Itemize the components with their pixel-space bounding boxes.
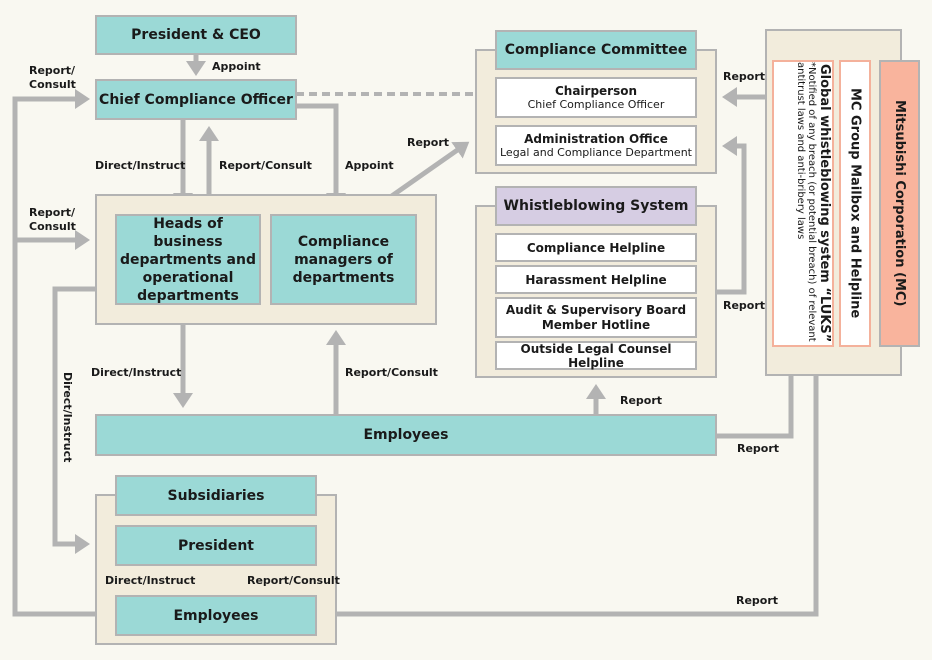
- sub-president-box: President: [115, 525, 317, 566]
- luks-title: Global whistleblowing system “LUKS”: [817, 64, 832, 343]
- chair-sub: Chief Compliance Officer: [527, 98, 665, 111]
- admin-title: Administration Office: [524, 132, 668, 146]
- chairperson-box: Chairperson Chief Compliance Officer: [495, 77, 697, 118]
- admin-office-box: Administration Office Legal and Complian…: [495, 125, 697, 166]
- arrow-wb-report-admin: [716, 136, 747, 295]
- label-report-employees-luks: Report: [737, 442, 780, 455]
- sub-employees-label: Employees: [173, 607, 259, 624]
- wb-item-label: Compliance Helpline: [526, 240, 666, 255]
- arrow-sub-employees-report-luks: [316, 354, 826, 617]
- whistleblowing-label: Whistleblowing System: [503, 198, 689, 214]
- managers-label: Compliance managers of departments: [292, 233, 395, 286]
- wb-item: Compliance Helpline: [495, 233, 697, 262]
- label-report-consult-mid: Report/ Consult: [29, 206, 76, 233]
- wb-item-label: Harassment Helpline: [525, 272, 667, 287]
- compliance-committee-title: Compliance Committee: [495, 30, 697, 70]
- label-report-wb-committee: Report: [723, 299, 766, 312]
- managers-box: Compliance managers of departments: [270, 214, 417, 305]
- label-sub-report-consult: Report/Consult: [247, 574, 340, 587]
- label-report-consult-top: Report/ Consult: [29, 64, 76, 91]
- whistleblowing-title: Whistleblowing System: [495, 186, 697, 226]
- sub-president-label: President: [178, 537, 254, 554]
- chair-title: Chairperson: [554, 84, 638, 98]
- label-direct-instruct-vertical: Direct/Instruct: [61, 371, 74, 463]
- subsidiaries-title: Subsidiaries: [115, 475, 317, 516]
- label-report-consult-cco: Report/Consult: [219, 159, 312, 172]
- employees-label: Employees: [363, 427, 449, 443]
- cco-label: Chief Compliance Officer: [99, 91, 293, 108]
- label-report-sub-employees: Report: [736, 594, 779, 607]
- mc-label: Mitsubishi Corporation (MC): [892, 100, 907, 307]
- label-appoint-managers: Appoint: [345, 159, 394, 172]
- admin-sub: Legal and Compliance Department: [500, 146, 692, 159]
- label-sub-direct-instruct: Direct/Instruct: [105, 574, 196, 587]
- luks-note: *Notified of any breach (or potential br…: [795, 62, 817, 342]
- wb-item-label: Audit & Supervisory Board Member Hotline: [505, 302, 687, 332]
- wb-item: Audit & Supervisory Board Member Hotline: [495, 297, 697, 338]
- label-report-consult-dept: Report/Consult: [345, 366, 438, 379]
- label-appoint-ceo: Appoint: [212, 60, 261, 73]
- employees-box: Employees: [95, 414, 717, 456]
- subsidiaries-label: Subsidiaries: [167, 487, 265, 504]
- mc-box: Mitsubishi Corporation (MC): [879, 60, 920, 347]
- label-direct-instruct-dept: Direct/Instruct: [91, 366, 182, 379]
- mailbox-box: MC Group Mailbox and Helpline: [839, 60, 871, 347]
- label-report-employees-wb: Report: [620, 394, 663, 407]
- compliance-committee-label: Compliance Committee: [504, 42, 688, 58]
- wb-item: Outside Legal Counsel Helpline: [495, 341, 697, 370]
- wb-item: Harassment Helpline: [495, 265, 697, 294]
- heads-box: Heads of business departments and operat…: [115, 214, 261, 305]
- label-direct-instruct-cco: Direct/Instruct: [95, 159, 186, 172]
- label-report-luks-committee: Report: [723, 70, 766, 83]
- arrow-cco-appoint-managers: [296, 103, 346, 208]
- luks-box: Global whistleblowing system “LUKS” *Not…: [772, 60, 834, 347]
- wb-item-label: Outside Legal Counsel Helpline: [520, 341, 672, 370]
- sub-employees-box: Employees: [115, 595, 317, 636]
- heads-label: Heads of business departments and operat…: [120, 215, 256, 304]
- president-ceo-label: President & CEO: [131, 27, 261, 43]
- mailbox-label: MC Group Mailbox and Helpline: [847, 88, 863, 319]
- cco-box: Chief Compliance Officer: [95, 79, 297, 120]
- president-ceo-box: President & CEO: [95, 15, 297, 55]
- label-report-committee: Report: [407, 136, 450, 149]
